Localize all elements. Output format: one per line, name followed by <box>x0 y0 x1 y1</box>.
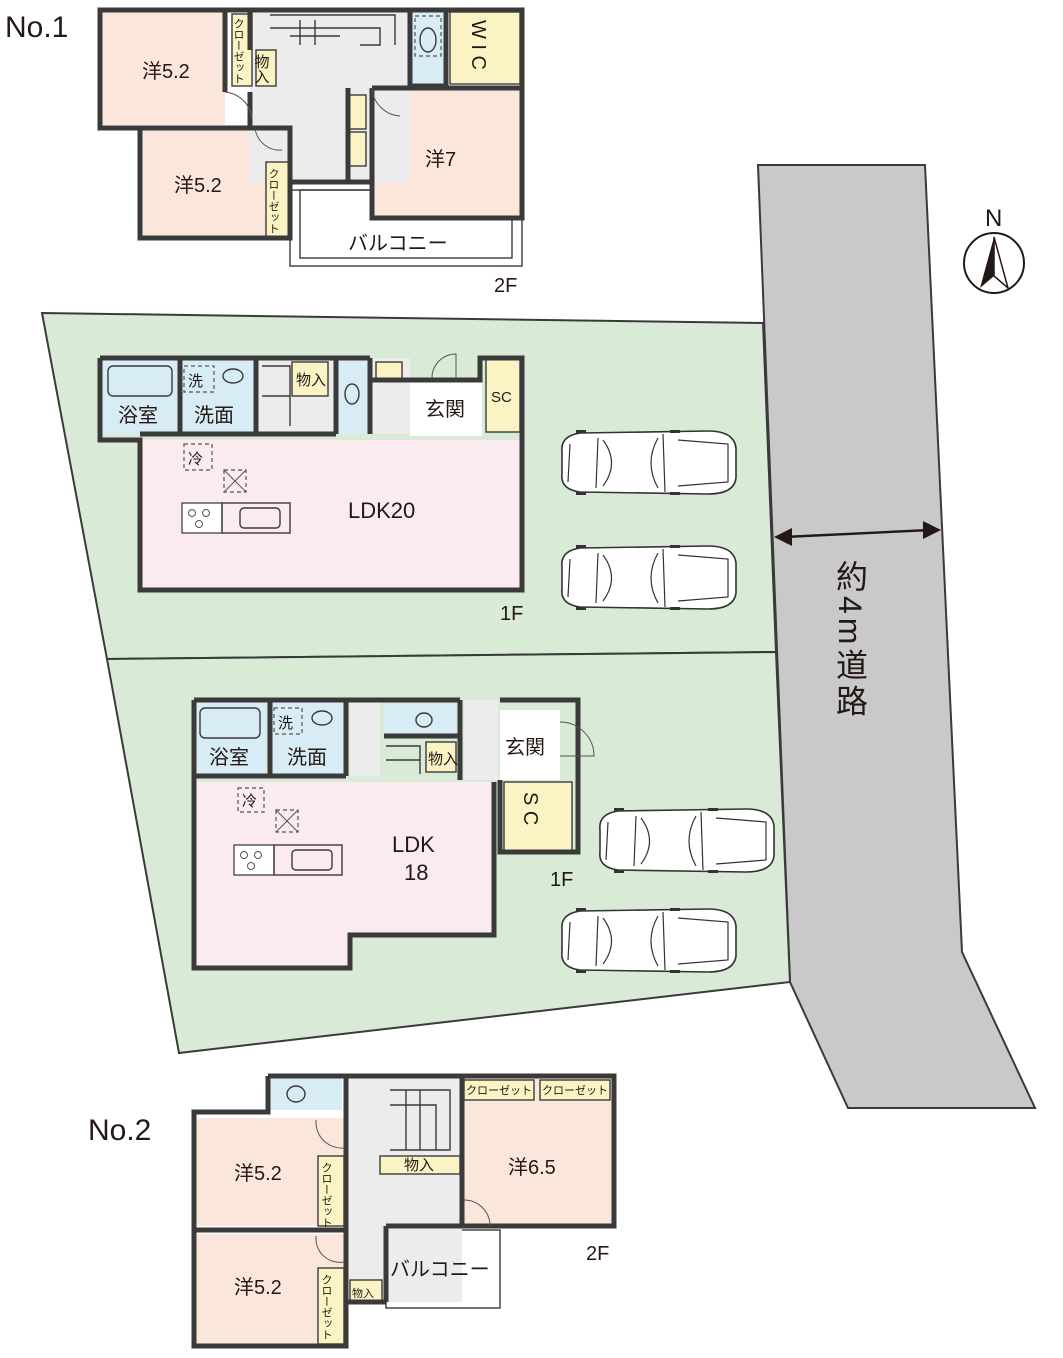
car-no2-b <box>561 907 737 974</box>
shoe-closet-label: SC <box>491 389 512 406</box>
entrance-label: 玄関 <box>425 398 465 421</box>
closet-label-b: クローゼット <box>267 168 280 234</box>
floor-label: 1F <box>500 603 523 625</box>
room-w52-a: 洋5.2 <box>142 60 190 83</box>
storage-label: 物入 <box>296 372 326 389</box>
north-compass: N <box>963 205 1025 294</box>
room-ldk-line1: LDK <box>392 832 435 857</box>
room-ldk: LDK20 <box>348 498 415 523</box>
room-ldk-line2: 18 <box>404 860 428 885</box>
floor-label: 2F <box>586 1243 609 1265</box>
closet-label-c: クローゼット <box>320 1162 333 1228</box>
house1-2f-plan: No.1 洋5.2 洋5.2 洋7 クローゼット クローゼット 物入 W I C… <box>5 7 525 297</box>
road: 約4m道路 <box>756 164 1037 1109</box>
floor-label: 1F <box>550 869 573 891</box>
storage-label: 物入 <box>428 751 458 768</box>
storage-label-a: 物入 <box>404 1157 434 1174</box>
room-bath: 浴室 <box>118 404 158 427</box>
house2-2f-plan: No.2 洋5.2 洋5.2 洋6.5 クローゼット クローゼット クローゼット… <box>88 1073 617 1349</box>
room-washroom: 洗面 <box>287 746 327 769</box>
room-w52-b: 洋5.2 <box>174 174 222 197</box>
washer-label: 洗 <box>278 715 293 732</box>
room-bath: 浴室 <box>209 746 249 769</box>
house1-1f-plan: 浴室 洗面 洗 冷 物入 玄関 SC LDK20 1F <box>97 353 525 625</box>
car-no2-a <box>599 807 775 874</box>
room-w52-a: 洋5.2 <box>234 1162 282 1185</box>
closet-label-a: クローゼット <box>466 1084 532 1097</box>
fridge-label: 冷 <box>242 793 257 810</box>
wic-label: W I C <box>467 20 489 70</box>
car-no1-a <box>561 429 737 496</box>
house2-label: No.2 <box>88 1114 151 1147</box>
room-w7: 洋7 <box>425 148 456 171</box>
washer-label: 洗 <box>188 373 203 390</box>
closet-label-b: クローゼット <box>542 1084 608 1097</box>
room-w52-b: 洋5.2 <box>234 1276 282 1299</box>
floor-label: 2F <box>494 275 517 297</box>
balcony-label: バルコニー <box>348 233 448 255</box>
storage-label: 物入 <box>253 54 270 84</box>
house2-1f-plan: 浴室 洗面 洗 冷 物入 玄関 S C LDK 18 1F <box>191 697 595 971</box>
closet-label-a: クローゼット <box>232 18 245 84</box>
road-width-arrow <box>774 521 941 546</box>
entrance-label: 玄関 <box>505 736 545 759</box>
shoe-closet-label: S C <box>519 792 541 825</box>
fridge-label: 冷 <box>188 451 203 468</box>
closet-label-d: クローゼット <box>320 1274 333 1340</box>
room-washroom: 洗面 <box>194 404 234 427</box>
road-label: 約4m道路 <box>832 560 868 720</box>
compass-label: N <box>985 205 1002 232</box>
storage-label-b: 物入 <box>352 1286 374 1300</box>
car-no1-b <box>561 544 737 611</box>
balcony-label: バルコニー <box>390 1259 490 1281</box>
house1-label: No.1 <box>5 11 68 44</box>
room-w65: 洋6.5 <box>508 1156 556 1179</box>
